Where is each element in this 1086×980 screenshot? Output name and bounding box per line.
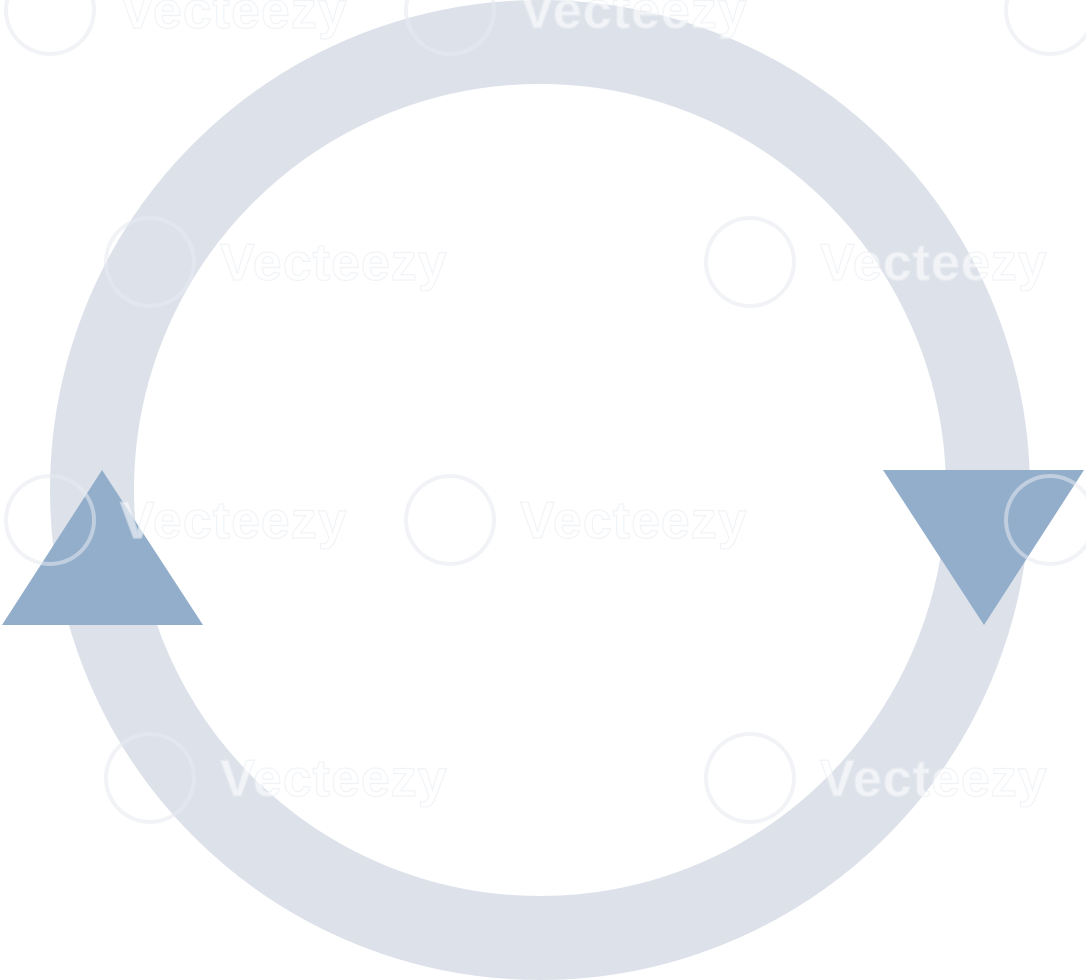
watermark: Vecteezy [104,732,448,824]
watermark-text: Vecteezy [120,492,348,550]
vecteezy-v-logo-icon [404,474,496,566]
watermark: Vecteezy [4,474,348,566]
watermark: Vecteezy [704,216,1048,308]
vecteezy-v-logo-icon [1004,474,1086,566]
watermark: Vecteezy [404,474,748,566]
watermark: Vecteezy [1004,474,1086,566]
vecteezy-v-logo-icon [404,0,496,56]
vecteezy-v-logo-icon [4,0,96,56]
arrowhead-up-icon [2,470,203,625]
vecteezy-v-logo-icon [4,474,96,566]
arrowhead-down-icon [883,470,1084,625]
vecteezy-v-logo-icon [704,732,796,824]
watermark: Vecteezy [704,732,1048,824]
watermark: Vecteezy [104,216,448,308]
watermark: Vecteezy [404,0,748,56]
watermark-text: Vecteezy [220,750,448,808]
watermark-text: Vecteezy [820,234,1048,292]
watermark: Vecteezy [4,0,348,56]
vecteezy-v-logo-icon [1004,0,1086,56]
watermark-text: Vecteezy [820,750,1048,808]
watermark-text: Vecteezy [520,492,748,550]
vecteezy-v-logo-icon [104,216,196,308]
watermark-text: Vecteezy [120,0,348,40]
vecteezy-v-logo-icon [104,732,196,824]
watermark-text: Vecteezy [220,234,448,292]
watermark-text: Vecteezy [520,0,748,40]
watermark: Vecteezy [1004,0,1086,56]
vecteezy-v-logo-icon [704,216,796,308]
